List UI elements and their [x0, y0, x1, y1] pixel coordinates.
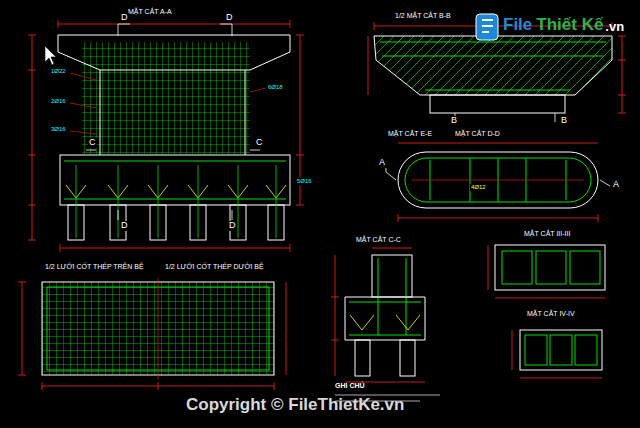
rebar-label: 6Ø18	[267, 84, 284, 91]
section-title: MẶT CẮT E-E	[388, 130, 432, 138]
rebar-label: 1Ø22	[50, 68, 67, 75]
logo-icon	[476, 14, 498, 40]
section-marker: B	[450, 116, 458, 126]
section-marker: B	[560, 116, 568, 126]
section-marker: D	[120, 13, 129, 23]
small-section-iii	[488, 245, 605, 298]
logo-text: Thiết Kế	[536, 16, 603, 35]
section-title: MẶT CẮT A-A	[128, 8, 172, 16]
rebar-label: 2Ø16	[50, 98, 67, 105]
rebar-label: 4Ø12	[470, 184, 487, 191]
section-title: 1/2 MẶT CẮT B-B	[395, 12, 451, 20]
mouse-cursor	[45, 46, 56, 65]
rebar-label: 5Ø16	[296, 178, 313, 185]
section-marker: C	[88, 138, 97, 148]
footing-mesh-plan	[18, 278, 286, 390]
watermark: Copyright © FileThietKe.vn	[186, 396, 404, 415]
notes-heading: GHI CHÚ	[335, 382, 365, 390]
section-marker: C	[255, 138, 264, 148]
section-marker: A	[378, 158, 386, 168]
column-section-oval	[386, 143, 610, 222]
small-section-iv	[512, 330, 602, 378]
section-marker: D	[225, 13, 234, 23]
footing-cross-section	[331, 248, 425, 382]
logo-text: File	[503, 16, 532, 35]
section-title: 1/2 LƯỚI CỐT THÉP TRÊN BỆ	[45, 263, 144, 271]
section-marker: A	[612, 180, 620, 190]
section-title: MẶT CẮT III-III	[524, 230, 570, 238]
section-title: 1/2 LƯỚI CỐT THÉP DƯỚI BỆ	[165, 263, 264, 271]
rebar-label: 3Ø16	[50, 126, 67, 133]
logo-text: .vn	[605, 20, 624, 34]
section-marker: D	[228, 221, 237, 231]
section-marker: D	[120, 221, 129, 231]
section-title: MẶT CẮT C-C	[356, 236, 401, 244]
pier-elevation	[28, 20, 304, 252]
section-title: MẶT CẮT IV-IV	[527, 310, 575, 318]
section-title: MẶT CẮT D-D	[455, 130, 500, 138]
